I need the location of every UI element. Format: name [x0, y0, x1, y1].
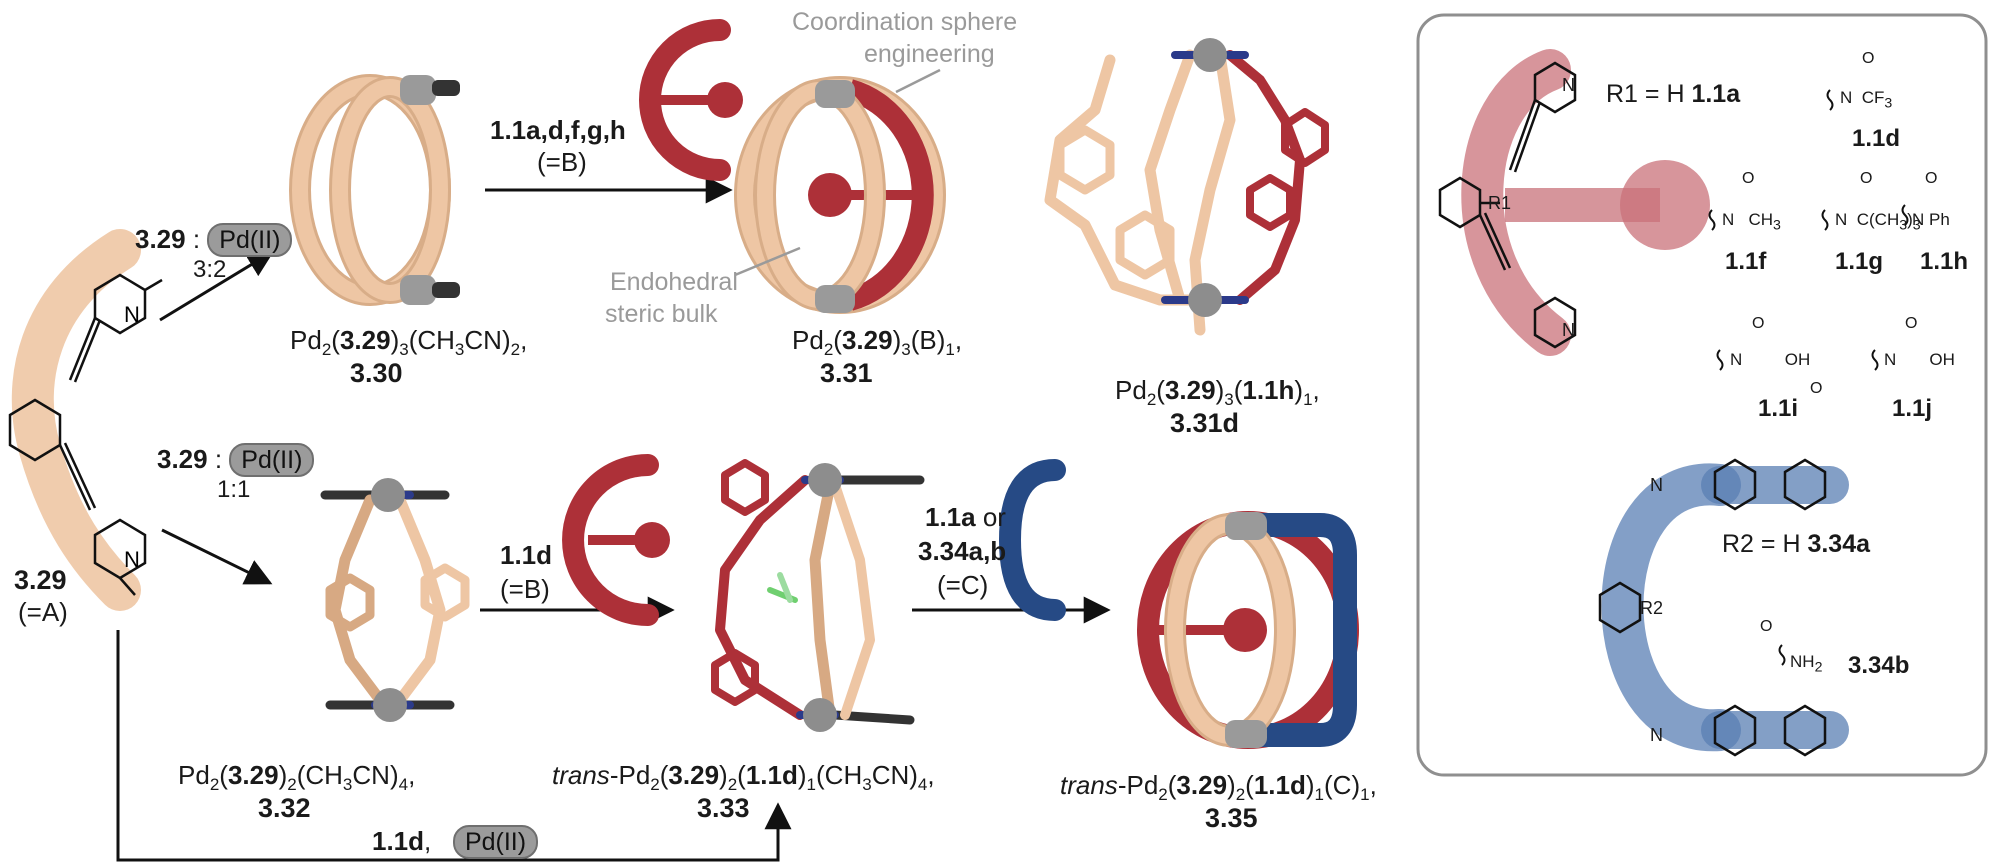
cond-b-mid-tag: (=B) — [500, 574, 550, 604]
step-top-label: 3.29 : Pd(II) — [135, 223, 293, 257]
panel-1-1f-o: O — [1742, 170, 1755, 187]
crystal-structure-3-31d — [1044, 38, 1329, 336]
panel-ligand-r2 — [1598, 458, 1849, 757]
leader-endo — [734, 246, 801, 277]
cond-c-r1: 1.1a or — [925, 502, 1006, 532]
compound-3-30-id: 3.30 — [350, 358, 403, 388]
panel-r1-label: R1 = H 1.1a — [1606, 80, 1741, 108]
cond-c-r2: 3.34a,b — [918, 536, 1007, 566]
cond-b-top-reagents: 1.1a,d,f,g,h — [490, 115, 626, 145]
panel-1-1d-o: O — [1862, 50, 1875, 67]
step-top-ratio: 3:2 — [193, 256, 227, 283]
cage-3-30-cartoon — [289, 74, 460, 306]
panel-cmp-1-1j: 1.1j — [1892, 395, 1933, 422]
panel-3-34b-o: O — [1760, 618, 1773, 635]
step-mid-label: 3.29 : Pd(II) — [157, 443, 315, 477]
panel-1-1i-o2: O — [1810, 380, 1823, 397]
panel-n-2: N — [1562, 320, 1575, 340]
panel-1-1f-struct: N CH3 — [1722, 210, 1781, 234]
crystal-structure-3-33 — [711, 459, 925, 732]
panel-cmp-1-1h: 1.1h — [1920, 248, 1969, 275]
panel-r2-label: R2 = H 3.34a — [1722, 530, 1871, 558]
attachment-marks — [1708, 89, 1909, 666]
panel-cmp-1-1f: 1.1f — [1725, 248, 1767, 275]
panel-1-1i-struct: N OH — [1730, 350, 1811, 369]
panel-1-1g-struct: N C(CH3)3 — [1835, 210, 1921, 234]
panel-cmp-1-1i: 1.1i — [1758, 395, 1799, 422]
panel-3-34b-struct: NH2 — [1790, 652, 1823, 676]
cage-3-35-cartoon — [1137, 511, 1359, 749]
panel-cmp-3-34b: 3.34b — [1848, 652, 1910, 679]
cond-b-top-tag: (=B) — [537, 147, 587, 177]
ring-n-bottom: N — [124, 547, 140, 572]
compound-3-31d-id: 3.31d — [1170, 408, 1240, 438]
ligand-a-tag: (=A) — [18, 597, 68, 627]
compound-3-31-formula: Pd2(3.29)3(B)1, — [792, 325, 963, 360]
compound-3-31-id: 3.31 — [820, 358, 873, 388]
panel-n-1: N — [1562, 75, 1575, 95]
panel-1-1j-struct: N OH — [1884, 350, 1955, 369]
leader-coord — [895, 68, 941, 94]
compound-3-35-id: 3.35 — [1205, 803, 1258, 833]
cage-3-31-cartoon — [734, 76, 946, 314]
panel-1-1h-struct: N Ph — [1912, 210, 1950, 229]
panel-1-1h-o: O — [1925, 170, 1938, 187]
cond-b-mid-reagent: 1.1d — [500, 540, 553, 570]
panel-1-1g-o: O — [1860, 170, 1873, 187]
compound-3-35-formula: trans-Pd2(3.29)2(1.1d)1(C)1, — [1060, 770, 1377, 805]
cond-c-tag: (=C) — [937, 570, 989, 600]
panel-cmp-1-1g: 1.1g — [1835, 248, 1884, 275]
compound-3-33-id: 3.33 — [697, 793, 750, 823]
step-bottom-label: 1.1d, Pd(II) — [372, 825, 539, 859]
step-mid-ratio: 1:1 — [217, 476, 251, 503]
annot-endo-1: Endohedral — [610, 268, 738, 296]
panel-1-1i-o1: O — [1752, 315, 1765, 332]
ligand-c-icon — [998, 459, 1066, 621]
ligand-b-icon-mid — [562, 454, 670, 626]
panel-1-1j-o: O — [1905, 315, 1918, 332]
compound-3-32-formula: Pd2(3.29)2(CH3CN)4, — [178, 760, 416, 795]
ligand-3-29-structure: N N — [8, 229, 163, 611]
pd-badge-mid: Pd(II) — [229, 443, 315, 477]
ligand-b-icon-top — [639, 19, 743, 181]
annot-endo-2: steric bulk — [605, 300, 718, 328]
panel-ring-r1: R1 — [1488, 193, 1512, 213]
compound-3-33-formula: trans-Pd2(3.29)2(1.1d)1(CH3CN)4, — [552, 760, 935, 795]
pd-badge-bottom: Pd(II) — [452, 825, 539, 859]
compound-3-31d-formula: Pd2(3.29)3(1.1h)1, — [1115, 375, 1320, 410]
ligand-a-id: 3.29 — [14, 565, 67, 595]
panel-n-4: N — [1650, 725, 1663, 745]
panel-cmp-1-1d: 1.1d — [1852, 125, 1901, 152]
annot-coord-1: Coordination sphere — [792, 8, 1018, 36]
annot-coord-2: engineering — [864, 40, 995, 68]
compound-3-32-id: 3.32 — [258, 793, 311, 823]
panel-ligand-r1 — [1438, 49, 1710, 356]
panel-ring-r2: R2 — [1640, 598, 1664, 618]
panel-n-3: N — [1650, 475, 1663, 495]
panel-1-1d-struct: N CF3 — [1840, 88, 1893, 112]
pd-badge-top: Pd(II) — [207, 223, 293, 257]
crystal-structure-3-32 — [320, 478, 470, 722]
ring-n-top: N — [124, 302, 140, 327]
compound-3-30-formula: Pd2(3.29)3(CH3CN)2, — [290, 325, 528, 360]
